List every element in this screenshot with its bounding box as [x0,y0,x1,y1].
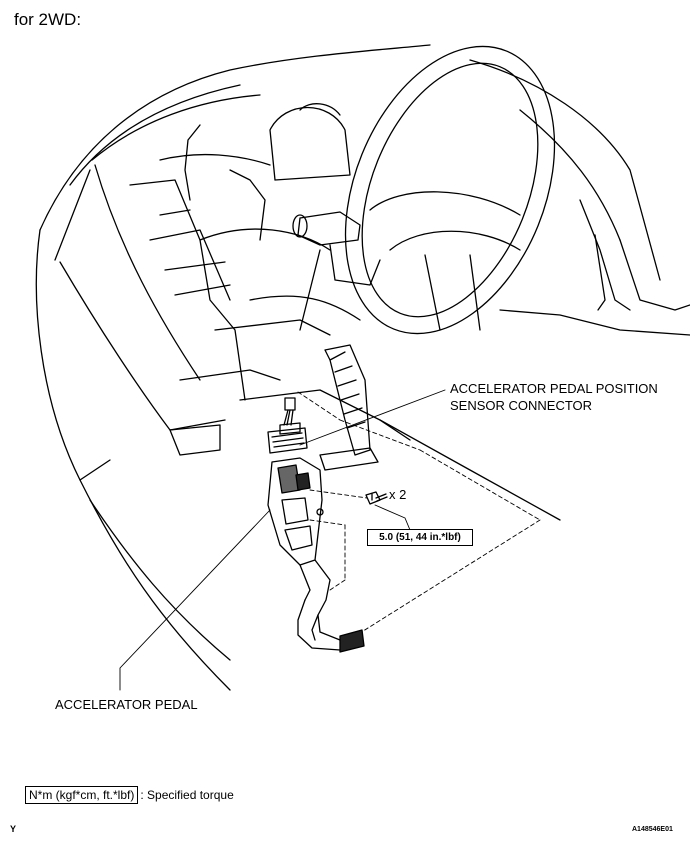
page-heading: for 2WD: [14,10,82,29]
torque-value-box: 5.0 (51, 44 in.*lbf) [367,529,473,546]
alignment-dashed-lines [297,391,541,634]
torque-unit-box: N*m (kgf*cm, ft.*lbf) [25,786,139,804]
torque-legend: N*m (kgf*cm, ft.*lbf): Specified torque [25,786,234,804]
dashboard-drawing [35,44,690,691]
leader-lines [119,389,446,691]
accelerator-pedal-label: ACCELERATOR PEDAL [55,697,198,712]
sensor-connector-label-line1: ACCELERATOR PEDAL POSITION [450,381,658,396]
corner-mark: Y [10,824,17,834]
torque-legend-description: : Specified torque [140,788,234,802]
sensor-connector [267,397,308,454]
bolt-icon [365,491,388,505]
sensor-connector-label-line2: SENSOR CONNECTOR [450,398,593,413]
bolt-quantity-label: x 2 [389,487,407,502]
accelerator-pedal-assembly [267,457,365,653]
figure-id: A148546E01 [632,826,673,833]
sensor-connector-label: ACCELERATOR PEDAL POSITION SENSOR CONNEC… [450,380,658,414]
